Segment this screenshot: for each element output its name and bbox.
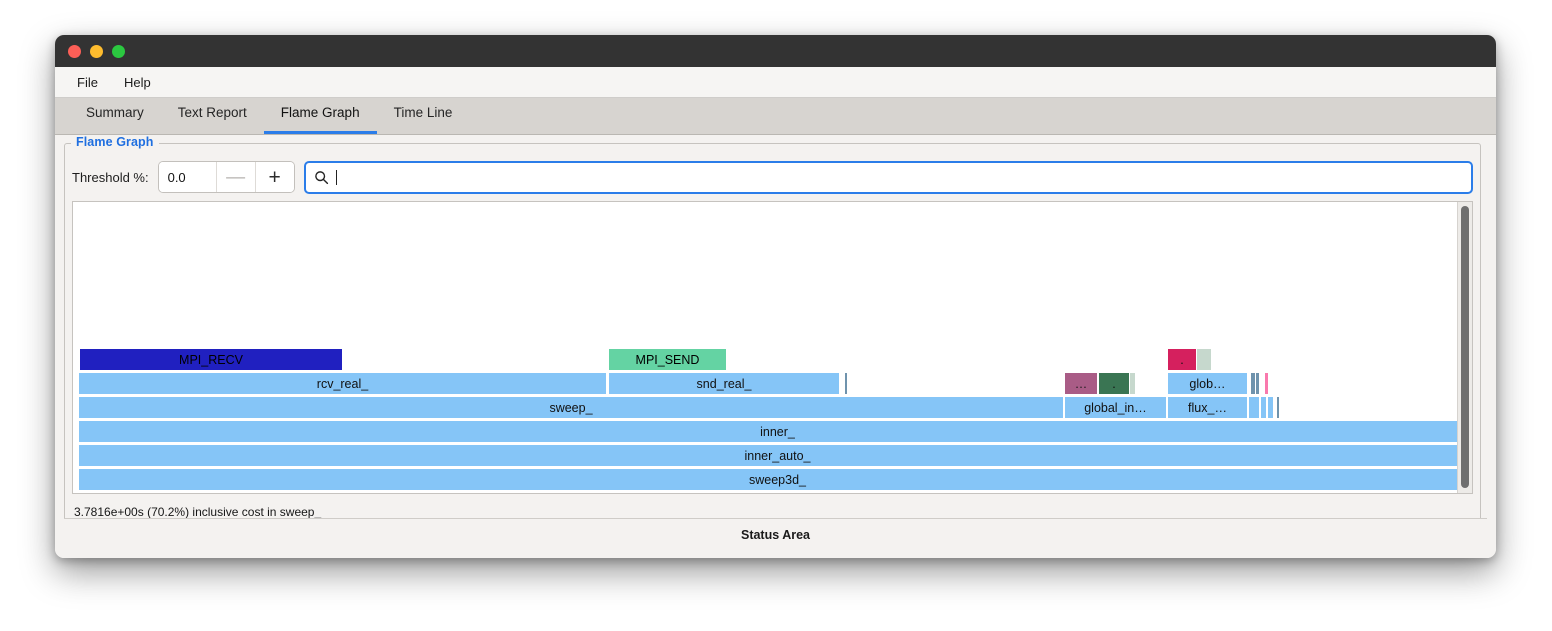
tab-text-report[interactable]: Text Report xyxy=(177,105,247,120)
flame-frame[interactable]: global_in… xyxy=(1065,397,1166,418)
application-window: File Help Summary Text Report Flame Grap… xyxy=(55,35,1496,558)
flame-frame[interactable]: . xyxy=(1099,373,1129,394)
flame-frame-label: MPI_RECV xyxy=(179,352,243,367)
flame-graph-status-text: 3.7816e+00s (70.2%) inclusive cost in sw… xyxy=(74,505,322,519)
minimize-button[interactable] xyxy=(90,44,103,58)
flame-frame[interactable]: rcv_real_ xyxy=(79,373,606,394)
flame-frame-label: . xyxy=(1180,352,1184,367)
flame-frame-label: snd_real_ xyxy=(696,376,752,391)
flame-frame[interactable] xyxy=(1277,397,1279,418)
zoom-button[interactable] xyxy=(112,44,125,58)
flame-frame[interactable]: . xyxy=(1168,349,1196,370)
threshold-value[interactable]: 0.0 xyxy=(158,162,216,192)
tab-bar: Summary Text Report Flame Graph Time Lin… xyxy=(55,98,1496,135)
threshold-decrement-button[interactable]: — xyxy=(215,162,255,192)
flame-frame[interactable]: inner_auto_ xyxy=(79,445,1457,466)
flame-frame-label: inner_auto_ xyxy=(744,448,811,463)
search-caret xyxy=(335,169,337,185)
flame-frame[interactable]: sweep_ xyxy=(79,397,1063,418)
flame-frame[interactable]: MPI_SEND xyxy=(609,349,726,370)
flame-frame-label: inner_ xyxy=(760,424,795,439)
flame-frame[interactable] xyxy=(1268,397,1273,418)
flame-frame-label: MPI_SEND xyxy=(635,352,700,367)
flame-graph-groupbox: Flame Graph Threshold %: 0.0 — + xyxy=(64,135,1481,526)
threshold-spinbox[interactable]: 0.0 — + xyxy=(157,161,295,193)
tab-summary[interactable]: Summary xyxy=(86,105,144,120)
search-input[interactable] xyxy=(303,160,1473,194)
flame-frame[interactable]: … xyxy=(1065,373,1097,394)
flame-frame-label: global_in… xyxy=(1084,400,1147,415)
flame-graph-toolbar: Threshold %: 0.0 — + xyxy=(72,160,1473,194)
flame-frame-label: … xyxy=(1074,376,1088,391)
flame-frame[interactable] xyxy=(1251,373,1255,394)
flame-frame[interactable]: snd_real_ xyxy=(609,373,839,394)
window-titlebar xyxy=(55,35,1496,67)
flame-frame-label: sweep3d_ xyxy=(749,472,806,487)
menu-item-help[interactable]: Help xyxy=(123,74,151,90)
flame-frame[interactable] xyxy=(1265,373,1268,394)
flame-graph-canvas-wrapper: sweep3d_ inner_auto_ inner_ sweep_ global_in… xyxy=(72,201,1473,494)
tab-time-line[interactable]: Time Line xyxy=(393,105,453,120)
status-area: Status Area xyxy=(64,518,1487,551)
flame-frame[interactable]: inner_ xyxy=(79,421,1457,442)
status-area-label: Status Area xyxy=(740,528,810,542)
scrollbar-thumb[interactable] xyxy=(1461,206,1469,488)
close-button[interactable] xyxy=(68,44,81,58)
flame-frame[interactable] xyxy=(1261,397,1266,418)
flame-frame-label: sweep_ xyxy=(549,400,593,415)
flame-frame-label: glob… xyxy=(1189,376,1226,391)
main-content: Flame Graph Threshold %: 0.0 — + xyxy=(55,135,1496,558)
flame-frame[interactable]: glob… xyxy=(1168,373,1247,394)
flame-frame[interactable]: flux_… xyxy=(1168,397,1247,418)
flame-frame[interactable] xyxy=(1130,373,1135,394)
threshold-increment-button[interactable]: + xyxy=(254,162,294,192)
groupbox-title: Flame Graph xyxy=(71,135,159,149)
flame-frame[interactable] xyxy=(1249,397,1259,418)
flame-frame-label: flux_… xyxy=(1188,400,1227,415)
search-icon xyxy=(314,170,329,185)
flame-graph-canvas[interactable]: sweep3d_ inner_auto_ inner_ sweep_ global_in… xyxy=(73,202,1457,493)
flame-frame-label: . xyxy=(1112,376,1116,391)
threshold-label: Threshold %: xyxy=(72,169,149,185)
flame-frame[interactable] xyxy=(845,373,847,394)
tab-flame-graph[interactable]: Flame Graph xyxy=(263,97,377,134)
flame-frame[interactable]: sweep3d_ xyxy=(79,469,1457,490)
flame-frame-label: rcv_real_ xyxy=(316,376,369,391)
menu-bar: File Help xyxy=(55,67,1496,98)
vertical-scrollbar[interactable] xyxy=(1457,202,1472,493)
flame-frame[interactable] xyxy=(1256,373,1259,394)
flame-frame[interactable]: MPI_RECV xyxy=(80,349,342,370)
menu-item-file[interactable]: File xyxy=(77,74,98,90)
flame-frame[interactable] xyxy=(1197,349,1211,370)
